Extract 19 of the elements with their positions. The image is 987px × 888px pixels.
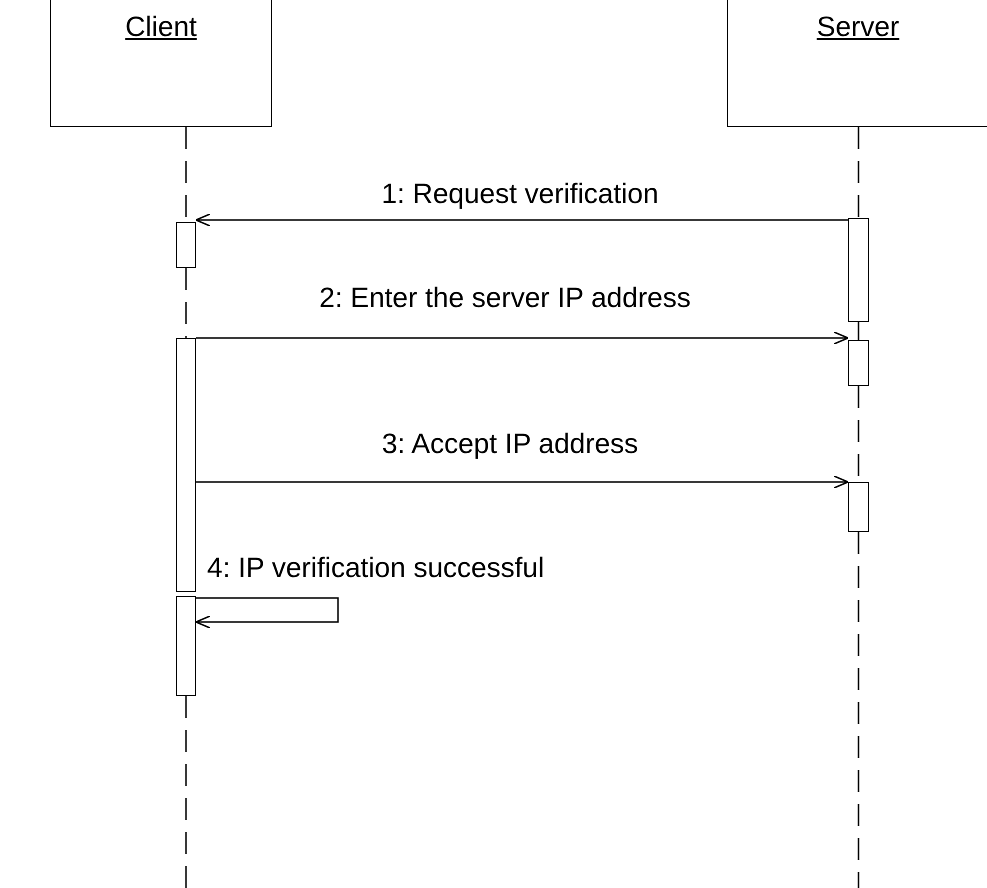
self-message-arrow (195, 597, 339, 629)
object-box (727, 0, 987, 127)
activation-bar (848, 218, 869, 322)
activation-bar (176, 338, 196, 592)
object-box (50, 0, 272, 127)
message-arrow (196, 331, 849, 345)
lifeline (858, 322, 860, 340)
lifeline (858, 127, 860, 218)
object-name: Server (816, 11, 900, 43)
lifeline (185, 268, 187, 338)
message-arrow (196, 475, 849, 489)
message-arrow (195, 213, 848, 227)
activation-bar (176, 596, 196, 696)
activation-bar (176, 222, 196, 268)
object-name: Client (125, 11, 197, 43)
activation-bar (848, 482, 869, 532)
lifeline (185, 696, 187, 888)
activation-bar (848, 340, 869, 386)
lifeline (858, 532, 860, 888)
